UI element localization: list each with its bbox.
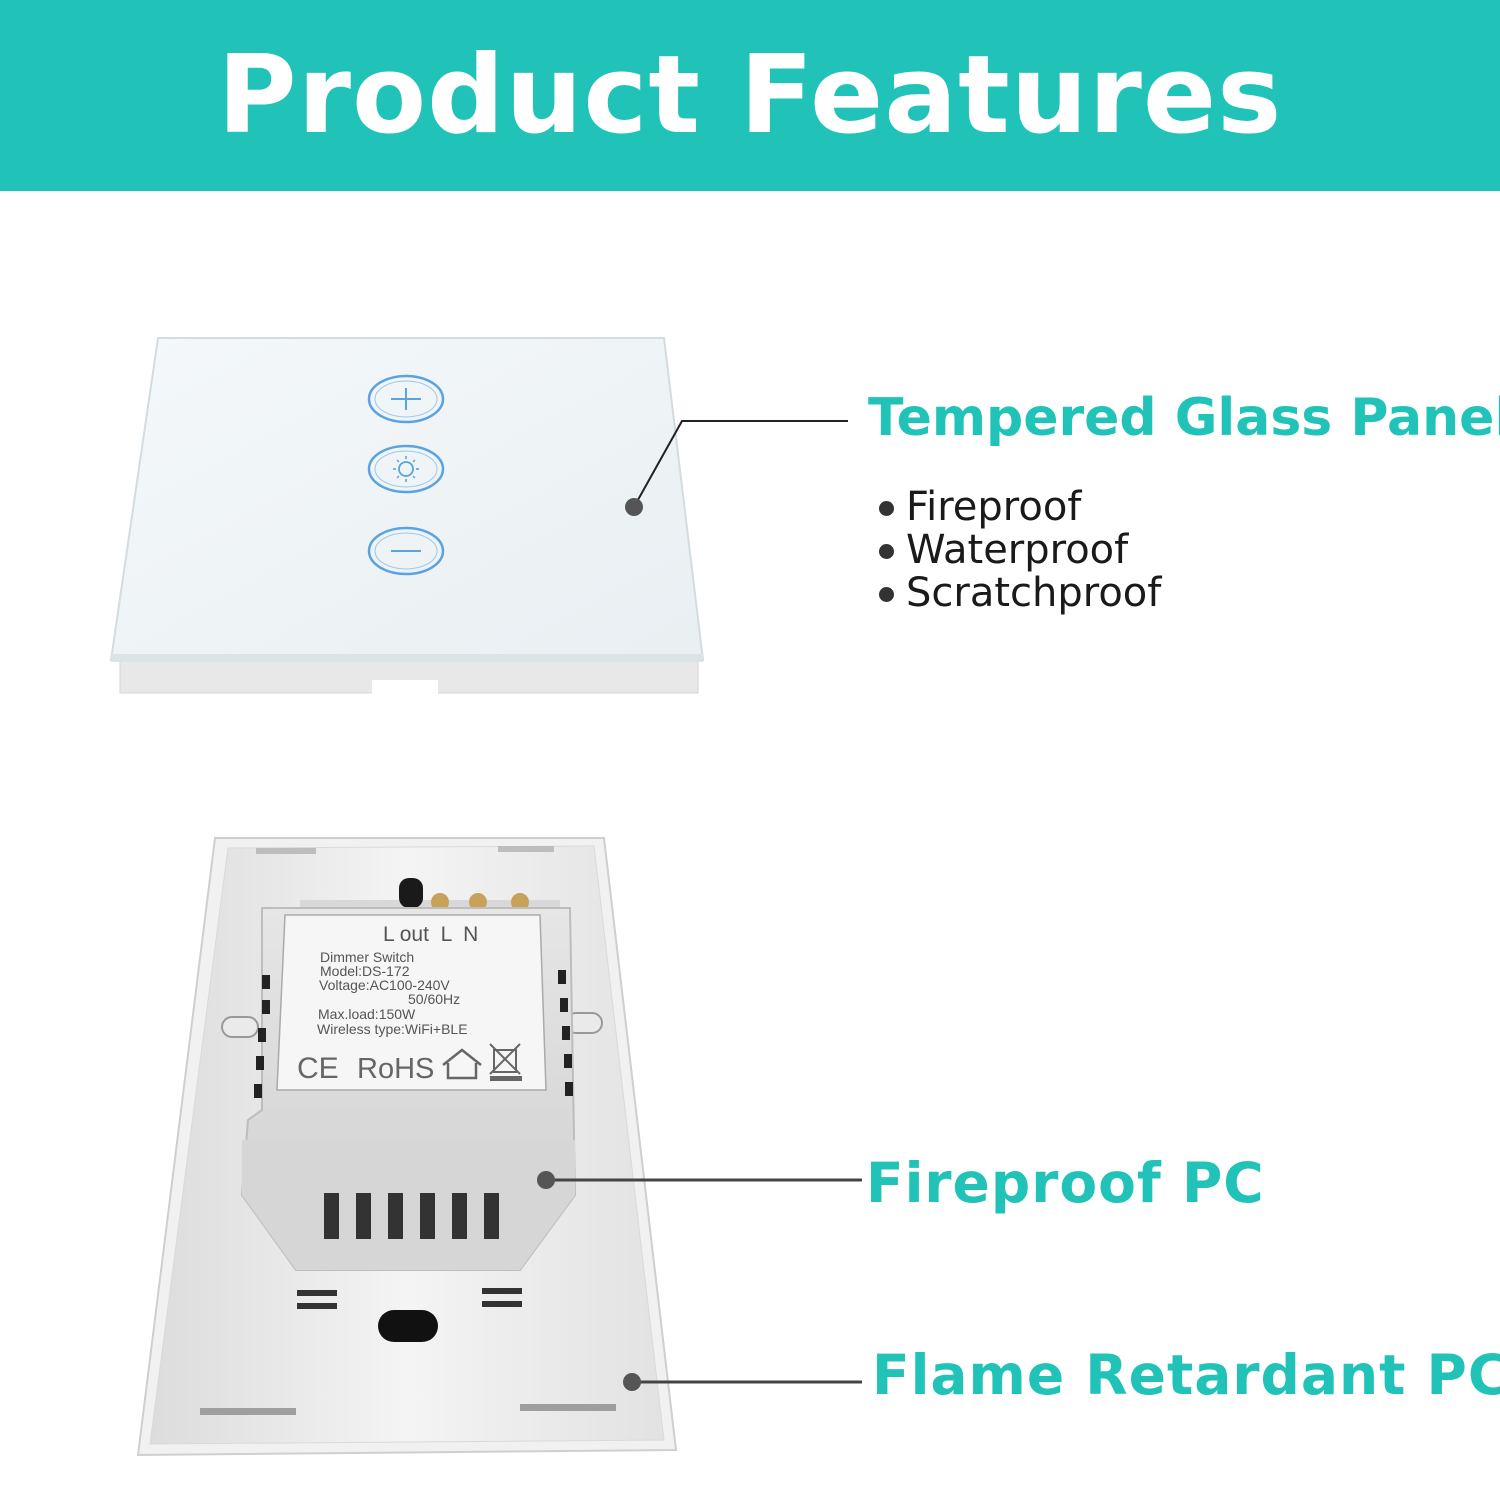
label-line-3: Voltage:AC100-240V [319, 977, 450, 993]
label-line-1: Dimmer Switch [320, 949, 414, 965]
house-icon [442, 1048, 482, 1080]
header-banner: Product Features [0, 0, 1500, 191]
glass-bullet-list: Fireproof Waterproof Scratchproof [876, 486, 1161, 615]
glass-panel [109, 337, 705, 694]
bullet-text: Fireproof [906, 484, 1082, 530]
fireproof-pc-title: Fireproof PC [866, 1151, 1265, 1215]
flame-retardant-pc-title: Flame Retardant PC [872, 1343, 1500, 1407]
bullet-text: Waterproof [906, 527, 1129, 573]
label-line-6: Wireless type:WiFi+BLE [317, 1021, 468, 1037]
fireproof-callout [537, 1171, 862, 1189]
terminal-labels: L out L N [383, 923, 478, 946]
page-title: Product Features [217, 33, 1283, 158]
plus-icon [367, 374, 445, 424]
label-line-2: Model:DS-172 [320, 963, 410, 979]
list-item: Fireproof [876, 486, 1161, 529]
module-box: L out L N Dimmer Switch Model:DS-172 Vol… [240, 907, 577, 1271]
glass-callout [625, 420, 848, 516]
crossed-bin-icon [489, 1043, 522, 1081]
tempered-glass-title: Tempered Glass Panel [868, 388, 1500, 448]
bullet-icon [879, 544, 894, 559]
label-line-5: Max.load:150W [318, 1006, 416, 1022]
list-item: Waterproof [876, 529, 1161, 572]
minus-icon [367, 526, 445, 576]
bullet-icon [879, 587, 894, 602]
flame-callout [623, 1373, 862, 1391]
rohs-mark: RoHS [357, 1053, 434, 1085]
ce-mark: CE [297, 1052, 339, 1085]
label-line-4: 50/60Hz [408, 991, 460, 1007]
bullet-text: Scratchproof [906, 570, 1162, 616]
brightness-icon [367, 444, 445, 494]
list-item: Scratchproof [876, 572, 1161, 615]
bullet-icon [879, 501, 894, 516]
